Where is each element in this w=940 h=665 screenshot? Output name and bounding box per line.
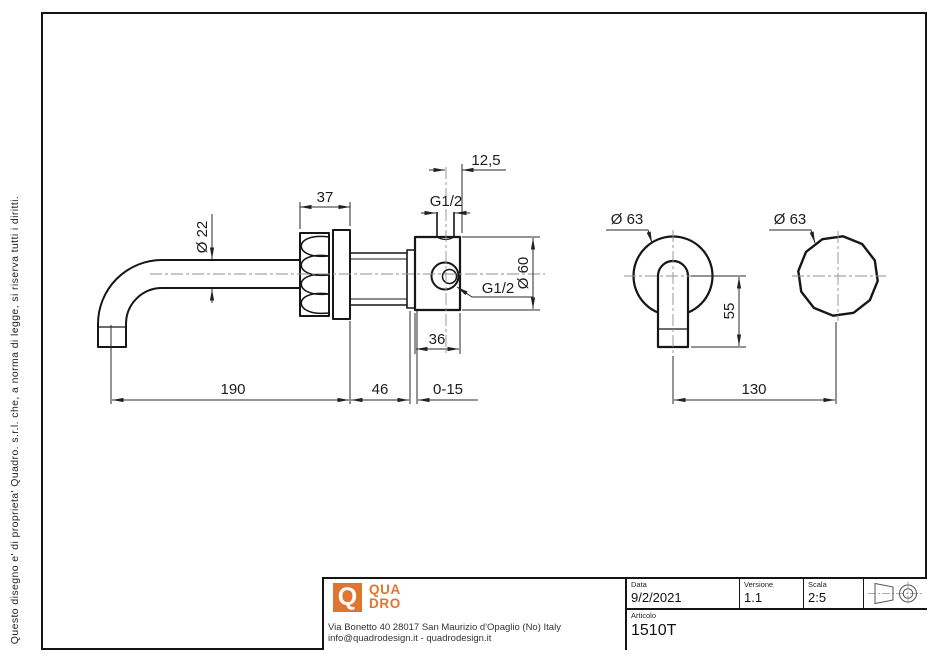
dim-spout-tube-diameter: Ø 22 — [194, 221, 211, 254]
dim-centers-distance: 130 — [741, 381, 766, 398]
valve-body — [413, 235, 462, 312]
dim-adjust-range: 0-15 — [433, 381, 463, 398]
dim-body-width: 36 — [429, 331, 446, 348]
logo-wordmark: QUA DRO — [369, 583, 401, 611]
dimension-texts: Ø 22 37 G1/2 12,5 Ø 60 G1/2 36 190 46 0-… — [194, 152, 806, 398]
dim-handle-width: 37 — [317, 189, 334, 206]
field-data-value: 9/2/2021 — [631, 590, 682, 605]
inlet-pipe — [436, 212, 455, 237]
dim-inlet-thread-top: G1/2 — [430, 193, 463, 210]
sleeve-outline — [350, 252, 407, 306]
field-scala: Scala 2:5 — [804, 579, 864, 608]
field-scala-label: Scala — [808, 580, 827, 589]
knurl-pattern — [300, 235, 330, 315]
logo-word-bottom: DRO — [369, 596, 401, 611]
address-line2: info@quadrodesign.it - quadrodesign.it — [328, 633, 492, 644]
field-data: Data 9/2/2021 — [627, 579, 740, 608]
dim-inlet-offset: 12,5 — [471, 152, 500, 169]
dim-body-diameter: Ø 60 — [515, 257, 532, 290]
logo-section: Q QUA DRO Via Bonetto 40 28017 San Mauri… — [324, 579, 625, 650]
field-articolo-label: Articolo — [631, 611, 657, 620]
dim-spout-reach: 190 — [220, 381, 245, 398]
first-angle-projection-icon — [867, 581, 924, 606]
field-versione-value: 1.1 — [744, 590, 763, 605]
inlet-pipe-saddle — [436, 236, 455, 241]
dim-handle-depth: 46 — [372, 381, 389, 398]
field-articolo-value: 1510T — [631, 622, 677, 639]
spout-profile — [97, 259, 300, 348]
dimension-lines — [110, 164, 837, 404]
side-port-inner — [441, 268, 458, 285]
field-versione: Versione 1.1 — [740, 579, 804, 608]
quadro-logo-icon: Q — [333, 583, 362, 612]
title-block-fields: Data 9/2/2021 Versione 1.1 Scala 2:5 — [625, 579, 927, 650]
handle-flange — [332, 229, 351, 320]
title-block-row1: Data 9/2/2021 Versione 1.1 Scala 2:5 — [627, 579, 927, 608]
field-scala-value: 2:5 — [808, 590, 827, 605]
side-port-outer — [430, 261, 460, 291]
projection-symbol-cell — [864, 579, 927, 608]
field-data-label: Data — [631, 580, 647, 589]
dim-side-port-thread: G1/2 — [482, 280, 515, 297]
dim-spout-drop: 55 — [721, 303, 738, 320]
dim-rosette-diameter-right: Ø 63 — [774, 211, 807, 228]
front-views — [632, 235, 879, 349]
sleeve-ring — [406, 249, 416, 309]
address-line1: Via Bonetto 40 28017 San Maurizio d'Opag… — [328, 622, 561, 633]
field-versione-label: Versione — [744, 580, 774, 589]
title-block: Q QUA DRO Via Bonetto 40 28017 San Mauri… — [322, 577, 927, 650]
side-view — [97, 212, 462, 348]
dim-rosette-diameter-left: Ø 63 — [611, 211, 644, 228]
field-articolo: Articolo 1510T — [627, 608, 927, 651]
company-address: Via Bonetto 40 28017 San Maurizio d'Opag… — [328, 622, 561, 644]
sleeve-inner-lines — [350, 258, 407, 300]
logo-word-top: QUA — [369, 582, 401, 597]
